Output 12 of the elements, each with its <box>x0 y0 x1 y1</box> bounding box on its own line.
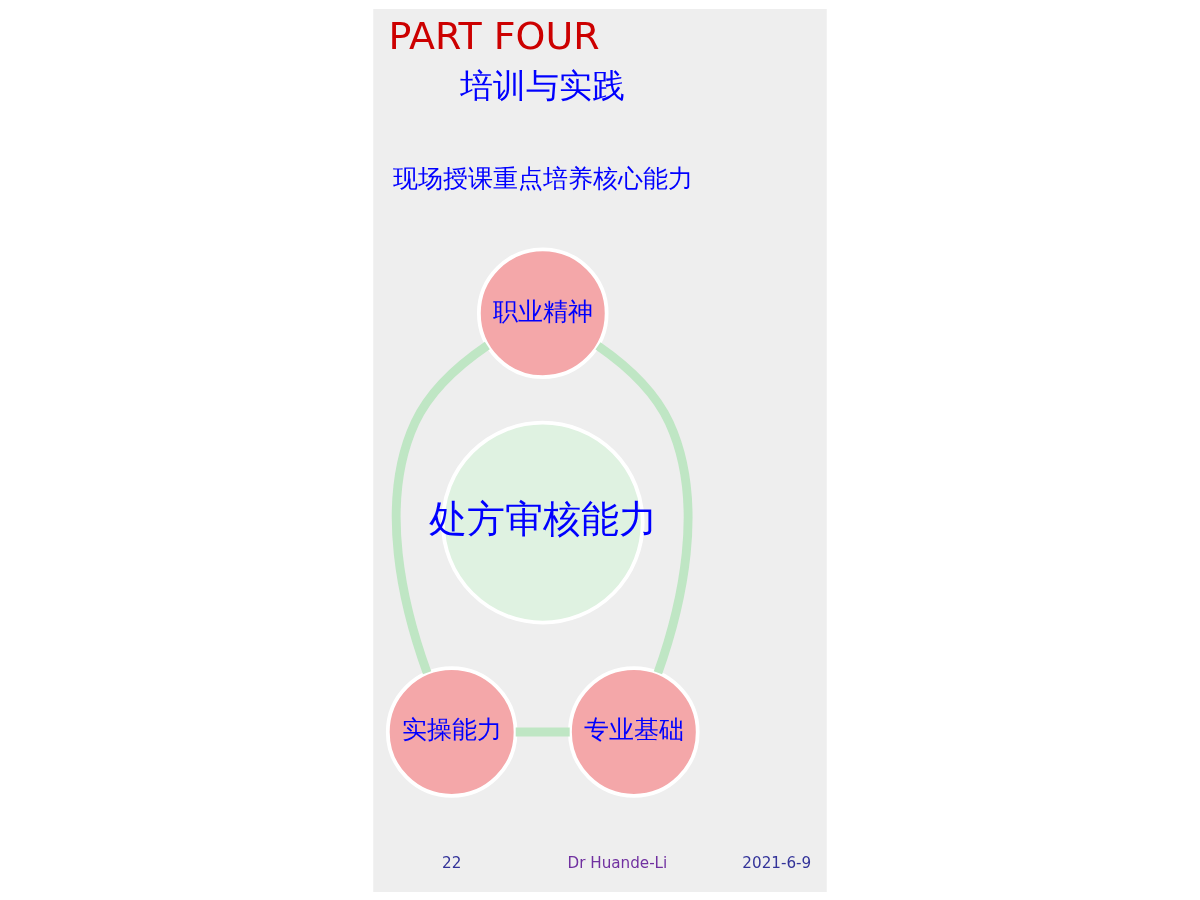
label: 现场授课重点培养核心能力 <box>392 163 693 193</box>
node-circle: 专业基础 <box>568 665 700 798</box>
connector <box>391 341 490 674</box>
connector <box>515 727 570 736</box>
label: Dr Huande-Li <box>567 853 668 872</box>
node-circle: 职业精神 <box>476 246 609 379</box>
node-circle: 实操能力 <box>385 665 518 798</box>
label: 培训与实践 <box>460 65 626 105</box>
diagram-title: PART FOUR <box>388 13 600 58</box>
connector <box>595 341 693 674</box>
label: 2021-6-9 <box>742 853 812 872</box>
label: 22 <box>442 853 462 872</box>
